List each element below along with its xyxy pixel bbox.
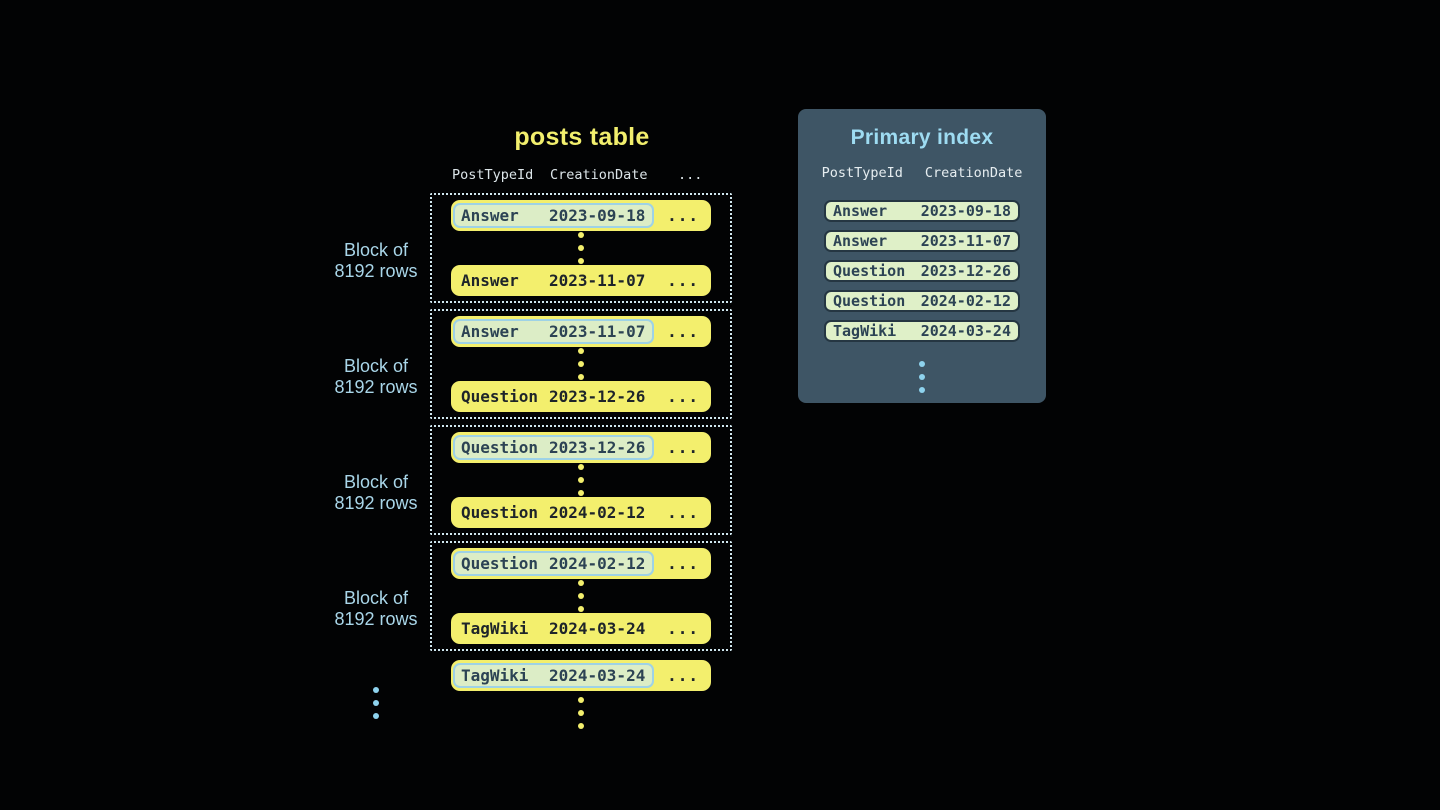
row-creationdate: 2023-11-07: [549, 322, 646, 341]
row-posttypeid: Question: [461, 503, 539, 522]
table-row: Answer 2023-11-07 ...: [451, 316, 711, 347]
index-entry: Question 2023-12-26: [824, 260, 1020, 282]
table-row: Answer 2023-11-07 ...: [451, 265, 711, 296]
indexed-key-highlight: TagWiki 2024-03-24: [453, 663, 654, 688]
posts-header-posttypeid: PostTypeId: [452, 167, 534, 183]
row-posttypeid: Answer: [461, 322, 519, 341]
block-label-line2: 8192 rows: [334, 493, 418, 513]
table-row: Question 2023-12-26 ...: [451, 381, 711, 412]
table-row: Question 2024-02-12 ...: [451, 497, 711, 528]
entry-posttypeid: Question: [833, 262, 906, 280]
rows-ellipsis-icon: [578, 580, 584, 612]
row-key: TagWiki 2024-03-24: [453, 616, 654, 641]
table-row: Question 2023-12-26 ...: [451, 432, 711, 463]
primary-index-column-headers: PostTypeId CreationDate: [822, 165, 1023, 181]
rows-block-2: Answer 2023-11-07 ... Question 2023-12-2…: [430, 309, 732, 419]
block-label-line2: 8192 rows: [334, 261, 418, 281]
row-key: Question 2024-02-12: [453, 500, 654, 525]
entry-creationdate: 2024-02-12: [920, 292, 1011, 310]
posts-table-title: posts table: [514, 123, 650, 151]
row-posttypeid: TagWiki: [461, 619, 529, 638]
row-more-columns: ...: [667, 503, 699, 522]
index-entry: Question 2024-02-12: [824, 290, 1020, 312]
row-posttypeid: Question: [461, 554, 539, 573]
index-header-posttypeid: PostTypeId: [821, 165, 903, 181]
index-entry: TagWiki 2024-03-24: [824, 320, 1020, 342]
row-posttypeid: Question: [461, 387, 539, 406]
indexed-key-highlight: Answer 2023-09-18: [453, 203, 654, 228]
row-more-columns: ...: [667, 666, 699, 685]
row-more-columns: ...: [667, 206, 699, 225]
entry-posttypeid: TagWiki: [833, 322, 897, 340]
primary-index-panel: Primary index PostTypeId CreationDate An…: [798, 109, 1046, 403]
block-label-line1: Block of: [343, 472, 409, 492]
rows-block-3: Question 2023-12-26 ... Question 2024-02…: [430, 425, 732, 535]
row-creationdate: 2024-02-12: [549, 554, 646, 573]
row-posttypeid: TagWiki: [461, 666, 529, 685]
row-more-columns: ...: [667, 271, 699, 290]
rows-ellipsis-icon: [578, 348, 584, 380]
table-row: Answer 2023-09-18 ...: [451, 200, 711, 231]
index-header-creationdate: CreationDate: [924, 165, 1023, 181]
block-label-line2: 8192 rows: [334, 609, 418, 629]
block-size-label: Block of 8192 rows: [306, 472, 446, 514]
row-posttypeid: Answer: [461, 271, 519, 290]
block-label-line1: Block of: [343, 588, 409, 608]
entry-posttypeid: Question: [833, 292, 906, 310]
block-size-label: Block of 8192 rows: [306, 356, 446, 398]
index-entry: Answer 2023-09-18: [824, 200, 1020, 222]
entry-creationdate: 2024-03-24: [920, 322, 1011, 340]
row-more-columns: ...: [667, 322, 699, 341]
indexed-key-highlight: Answer 2023-11-07: [453, 319, 654, 344]
row-more-columns: ...: [667, 387, 699, 406]
more-blocks-ellipsis-icon: [373, 687, 379, 719]
row-creationdate: 2024-03-24: [549, 619, 646, 638]
rows-ellipsis-icon: [578, 232, 584, 264]
row-creationdate: 2023-09-18: [549, 206, 646, 225]
block-size-label: Block of 8192 rows: [306, 588, 446, 630]
primary-index-entries: Answer 2023-09-18 Answer 2023-11-07 Ques…: [824, 200, 1020, 350]
row-creationdate: 2024-02-12: [549, 503, 646, 522]
index-entry: Answer 2023-11-07: [824, 230, 1020, 252]
row-more-columns: ...: [667, 438, 699, 457]
posts-header-creationdate: CreationDate: [550, 167, 648, 183]
entry-posttypeid: Answer: [833, 232, 888, 250]
row-key: Question 2023-12-26: [453, 384, 654, 409]
row-creationdate: 2023-11-07: [549, 271, 646, 290]
entry-posttypeid: Answer: [833, 202, 888, 220]
indexed-key-highlight: Question 2024-02-12: [453, 551, 654, 576]
block-size-label: Block of 8192 rows: [306, 240, 446, 282]
row-more-columns: ...: [667, 619, 699, 638]
primary-index-title: Primary index: [850, 126, 994, 149]
table-row: Question 2024-02-12 ...: [451, 548, 711, 579]
entry-creationdate: 2023-11-07: [920, 232, 1011, 250]
row-more-columns: ...: [667, 554, 699, 573]
more-entries-ellipsis-icon: [919, 361, 925, 393]
indexed-key-highlight: Question 2023-12-26: [453, 435, 654, 460]
more-rows-ellipsis-icon: [578, 697, 584, 729]
rows-block-1: Answer 2023-09-18 ... Answer 2023-11-07 …: [430, 193, 732, 303]
rows-ellipsis-icon: [578, 464, 584, 496]
block-label-line1: Block of: [343, 240, 409, 260]
table-row: TagWiki 2024-03-24 ...: [451, 660, 711, 691]
row-creationdate: 2023-12-26: [549, 387, 646, 406]
table-row: TagWiki 2024-03-24 ...: [451, 613, 711, 644]
block-label-line2: 8192 rows: [334, 377, 418, 397]
block-label-line1: Block of: [343, 356, 409, 376]
entry-creationdate: 2023-12-26: [920, 262, 1011, 280]
row-creationdate: 2023-12-26: [549, 438, 646, 457]
row-posttypeid: Question: [461, 438, 539, 457]
posts-header-more-columns: ...: [678, 167, 703, 183]
rows-block-4: Question 2024-02-12 ... TagWiki 2024-03-…: [430, 541, 732, 651]
row-key: Answer 2023-11-07: [453, 268, 654, 293]
entry-creationdate: 2023-09-18: [920, 202, 1011, 220]
row-creationdate: 2024-03-24: [549, 666, 646, 685]
row-posttypeid: Answer: [461, 206, 519, 225]
